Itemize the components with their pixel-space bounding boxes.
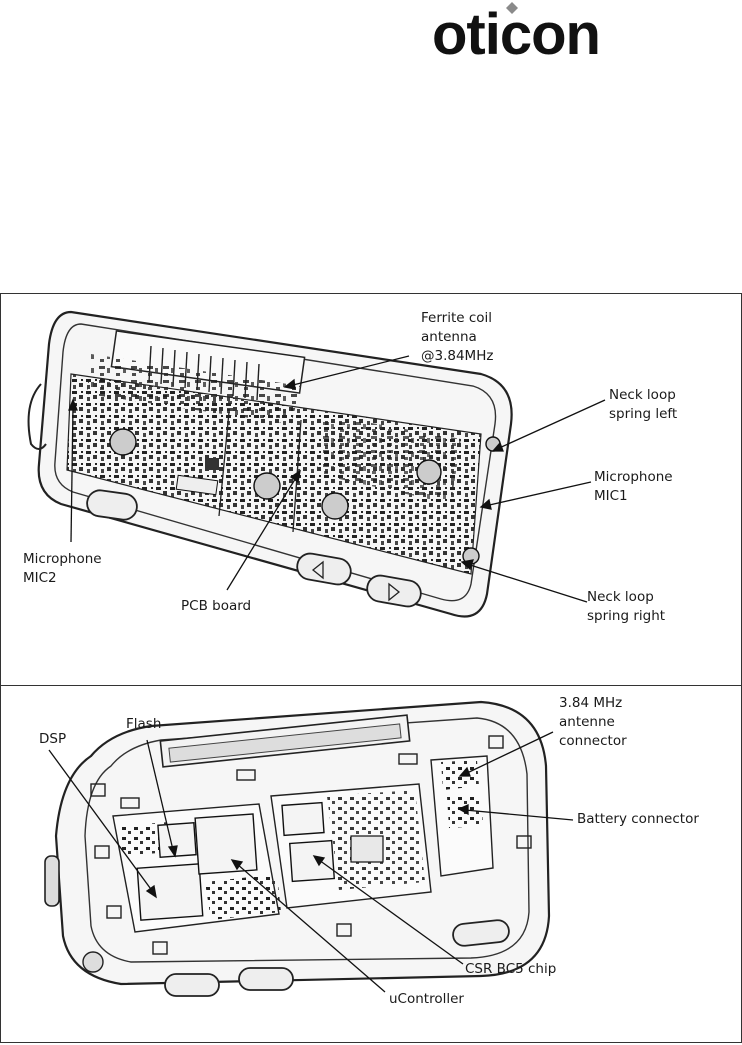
battery-connector-label: Battery connector	[577, 810, 699, 829]
pcb-board-label: PCB board	[181, 597, 251, 616]
mic1-label: Microphone MIC1	[594, 468, 673, 506]
ferrite-coil-label: Ferrite coil antenna @3.84MHz	[421, 309, 493, 366]
neck-loop-right-label: Neck loop spring right	[587, 588, 665, 626]
bottom-view-panel: DSP Flash 3.84 MHz antenne connector Bat…	[0, 685, 742, 1043]
oticon-logo: oticon	[428, 2, 648, 62]
top-view-panel: Ferrite coil antenna @3.84MHz Neck loop …	[0, 293, 742, 687]
mic2-label: Microphone MIC2	[23, 550, 102, 588]
svg-text:oticon: oticon	[432, 2, 600, 62]
dsp-label: DSP	[39, 730, 66, 749]
neck-loop-left-label: Neck loop spring left	[609, 386, 677, 424]
csr-bc5-chip-label: CSR BC5 chip	[465, 960, 556, 979]
antenne-connector-label: 3.84 MHz antenne connector	[559, 694, 627, 751]
bottom-device-drawing	[1, 686, 741, 1042]
ucontroller-label: uController	[389, 990, 464, 1009]
flash-label: Flash	[126, 715, 161, 734]
